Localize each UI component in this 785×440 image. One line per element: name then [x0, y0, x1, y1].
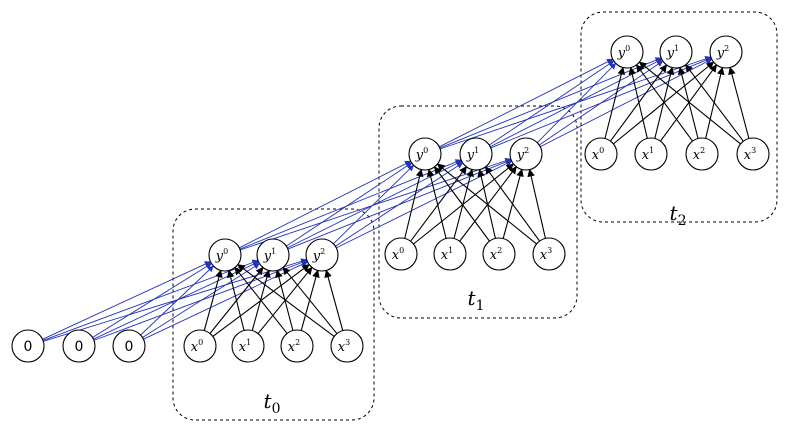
recurrent-edge-t0-2-0 [140, 265, 214, 336]
feedforward-edge-t0-3-0 [237, 264, 335, 337]
recurrent-edge-t1-1-1 [287, 160, 463, 249]
svg-text:0: 0 [75, 339, 84, 355]
nodes: 0 0 0 y0 y1 y2 x0 x1 x2 x3 y0 y1 y2 x0 x1 x2 x3 y0 y1 y2 x0 x… [11, 35, 770, 363]
output-node-t1-y1: y1 [459, 137, 493, 171]
feedforward-edge-t1-3-1 [484, 166, 541, 242]
feedforward-edge-t2-2-1 [677, 66, 699, 139]
input-node-t2-x3: x3 [736, 137, 770, 171]
feedforward-edge-t1-0-0 [404, 168, 424, 239]
recurrent-edge-t1-0-0 [239, 160, 412, 249]
recurrent-edge-t2-2-1 [538, 60, 664, 146]
recurrent-edge-t2-0-1 [439, 57, 662, 149]
svg-text:x0: x0 [592, 146, 604, 163]
output-node-t1-y2: y2 [509, 137, 543, 171]
svg-text:x2: x2 [490, 246, 502, 263]
timestep-box-0 [172, 208, 375, 421]
input-node-t0-x2: x2 [280, 329, 314, 363]
output-node-t0-y1: y1 [256, 238, 290, 272]
initial-state-node: 0 [11, 329, 45, 363]
feedforward-edge-t1-3-2 [527, 168, 546, 239]
feedforward-edge-t2-3-1 [685, 64, 744, 142]
feedforward-edge-t2-2-0 [636, 64, 693, 142]
feedforward-edge-t0-1-0 [226, 269, 245, 331]
recurrent-edge-t0-1-0 [92, 263, 212, 338]
feedforward-edge-t1-1-1 [453, 168, 474, 239]
svg-text:y0: y0 [415, 146, 428, 163]
feedforward-edge-t2-3-0 [638, 61, 741, 145]
recurrent-edge-t0-2-1 [142, 263, 261, 338]
timestep-boxes: t0 t1 t2 [172, 11, 778, 421]
svg-text:0: 0 [24, 339, 33, 355]
svg-text:y1: y1 [466, 146, 479, 163]
svg-text:x1: x1 [441, 246, 453, 263]
recurrent-edges [42, 55, 713, 342]
svg-text:y2: y2 [516, 146, 529, 163]
input-node-t0-x3: x3 [330, 329, 364, 363]
input-node-t1-x1: x1 [433, 237, 467, 271]
feedforward-edge-t1-2-0 [434, 166, 490, 242]
output-node-t2-y2: y2 [709, 35, 743, 69]
recurrent-edge-t2-2-0 [536, 62, 617, 143]
feedforward-edge-t2-3-2 [728, 66, 750, 139]
svg-text:y2: y2 [312, 247, 325, 264]
svg-text:x0: x0 [392, 246, 404, 263]
recurrent-edge-t0-1-1 [93, 261, 260, 340]
timestep-box-1 [378, 105, 578, 319]
timestep-label-1: t1 [468, 286, 485, 314]
recurrent-edge-t1-2-1 [335, 162, 464, 247]
feedforward-edge-t0-2-0 [234, 266, 288, 334]
feedforward-edge-t0-3-2 [324, 269, 344, 331]
feedforward-edge-t0-0-0 [203, 269, 223, 331]
recurrent-edge-t1-0-1 [239, 159, 462, 250]
input-node-t1-x3: x3 [532, 237, 566, 271]
svg-text:x3: x3 [744, 146, 756, 163]
input-node-t2-x2: x2 [685, 137, 719, 171]
svg-text:y0: y0 [617, 44, 630, 61]
svg-text:x3: x3 [338, 338, 350, 355]
initial-state-node: 0 [62, 329, 96, 363]
svg-text:x3: x3 [540, 246, 552, 263]
feedforward-edge-t2-0-0 [604, 66, 626, 139]
output-node-t2-y0: y0 [610, 35, 644, 69]
feedforward-edge-t1-3-0 [436, 163, 537, 245]
recurrent-edge-t2-0-0 [439, 58, 614, 148]
svg-text:x2: x2 [288, 338, 300, 355]
timestep-label-0: t0 [264, 389, 281, 417]
initial-state-node: 0 [112, 329, 146, 363]
input-node-t1-x0: x0 [384, 237, 418, 271]
svg-text:x2: x2 [693, 146, 705, 163]
recurrent-edge-t1-2-0 [333, 164, 415, 245]
output-node-t0-y0: y0 [208, 238, 242, 272]
feedforward-edge-t1-1-0 [426, 168, 447, 239]
feedforward-edge-t0-2-1 [275, 269, 294, 331]
output-node-t2-y1: y1 [659, 35, 693, 69]
svg-text:0: 0 [125, 339, 134, 355]
svg-text:y1: y1 [666, 44, 679, 61]
svg-text:x0: x0 [191, 338, 203, 355]
svg-text:y2: y2 [716, 44, 729, 61]
feedforward-edge-t2-1-1 [654, 66, 675, 139]
input-node-t0-x1: x1 [231, 329, 265, 363]
output-node-t0-y2: y2 [305, 238, 339, 272]
feedforward-edge-t0-3-1 [282, 266, 338, 334]
svg-text:x1: x1 [239, 338, 251, 355]
feedforward-edges [203, 61, 750, 337]
feedforward-edge-t2-1-0 [628, 66, 648, 139]
input-node-t1-x2: x2 [482, 237, 516, 271]
output-node-t1-y0: y0 [408, 137, 442, 171]
input-node-t2-x1: x1 [634, 137, 668, 171]
recurrent-edge-t1-1-0 [286, 162, 413, 247]
input-node-t2-x0: x0 [584, 137, 618, 171]
svg-text:y0: y0 [215, 247, 228, 264]
input-node-t0-x0: x0 [183, 329, 217, 363]
svg-text:y1: y1 [263, 247, 276, 264]
timestep-label-2: t2 [670, 201, 687, 229]
svg-text:x1: x1 [642, 146, 654, 163]
recurrent-edge-t2-1-0 [489, 60, 615, 146]
recurrent-edge-t0-0-0 [42, 261, 212, 340]
